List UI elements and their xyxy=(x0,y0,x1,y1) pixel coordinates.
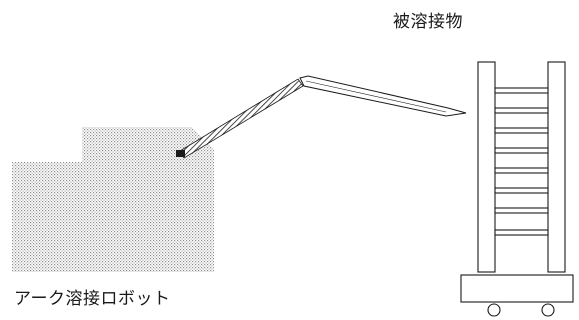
arm-base-joint xyxy=(176,150,185,157)
robot-label: アーク溶接ロボット xyxy=(14,289,171,309)
ladder-rung xyxy=(494,167,549,174)
ladder-rung xyxy=(494,107,549,114)
ladder-left-rail xyxy=(477,61,496,273)
ladder-rung xyxy=(494,147,549,154)
ladder-rung xyxy=(494,207,549,214)
ladder-rung xyxy=(494,87,549,94)
ladder-rung xyxy=(494,229,549,236)
ladder-rung xyxy=(494,187,549,194)
ladder-rung xyxy=(494,127,549,134)
torch-center-line xyxy=(305,80,447,113)
welding-torch-icon xyxy=(299,75,467,117)
workpiece-label: 被溶接物 xyxy=(393,12,463,32)
cart-base xyxy=(460,274,574,303)
cart-wheel-icon xyxy=(487,303,501,317)
robot-body xyxy=(12,127,214,272)
ladder-right-rail xyxy=(547,61,566,273)
ladder-workpiece-icon xyxy=(460,61,574,317)
cart-wheel-icon xyxy=(541,303,555,317)
robot-arm-icon xyxy=(179,78,304,159)
